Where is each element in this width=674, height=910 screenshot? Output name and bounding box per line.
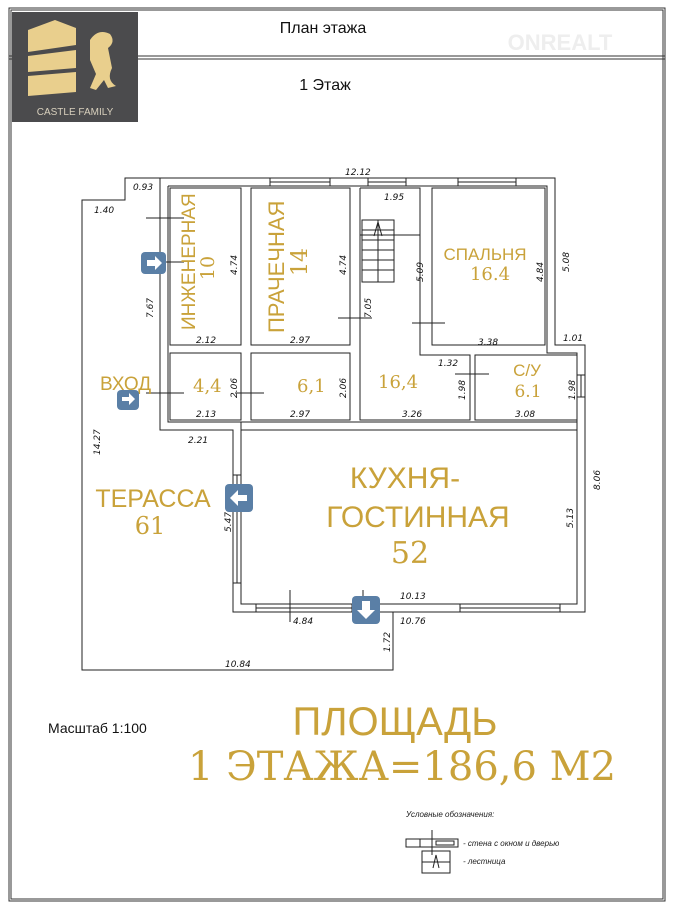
room-kitchen-area: 52 xyxy=(391,536,429,571)
svg-text:10.76: 10.76 xyxy=(400,617,426,627)
watermark: ONREALT xyxy=(508,30,613,55)
svg-text:3.26: 3.26 xyxy=(402,410,422,420)
room-engineering-area: 10 xyxy=(197,256,219,280)
svg-text:1.32: 1.32 xyxy=(438,359,458,369)
svg-text:Условные обозначения:: Условные обозначения: xyxy=(405,810,494,819)
entry-arrow-down-icon xyxy=(352,596,380,624)
svg-text:1.72: 1.72 xyxy=(383,632,393,652)
svg-text:1.98: 1.98 xyxy=(568,380,578,400)
svg-text:5.08: 5.08 xyxy=(562,252,572,272)
svg-text:1.95: 1.95 xyxy=(384,193,404,203)
scale-label: Масштаб 1:100 xyxy=(48,720,147,736)
walls xyxy=(159,177,586,613)
svg-text:2.13: 2.13 xyxy=(196,410,216,420)
svg-text:5.09: 5.09 xyxy=(416,262,426,282)
svg-text:CASTLE FAMILY: CASTLE FAMILY xyxy=(37,107,114,118)
room-laundry-name: ПРАЧЕЧНАЯ xyxy=(264,201,289,333)
room-kitchen-name-2: ГОСТИННАЯ xyxy=(326,501,509,534)
svg-text:10.84: 10.84 xyxy=(225,660,251,670)
page-title: План этажа xyxy=(280,20,367,37)
svg-text:14.27: 14.27 xyxy=(93,429,103,455)
room-laundry-area: 14 xyxy=(288,248,313,276)
room-bathroom-name: С/У xyxy=(513,361,541,380)
room-bedroom-name: СПАЛЬНЯ xyxy=(443,245,526,264)
room-bedroom-area: 16.4 xyxy=(470,264,510,285)
room-bathroom-area: 6.1 xyxy=(514,382,541,402)
terrace-outline xyxy=(81,177,394,671)
svg-text:4.84: 4.84 xyxy=(293,617,313,627)
windows xyxy=(232,177,586,613)
room-terrace-name: ТЕРАССА xyxy=(95,485,211,513)
room-small-area: 6,1 xyxy=(297,376,326,397)
svg-text:4.84: 4.84 xyxy=(536,262,546,282)
svg-text:4.74: 4.74 xyxy=(230,255,240,275)
svg-text:2.06: 2.06 xyxy=(230,378,240,398)
room-entrance-name: ВХОД xyxy=(100,374,151,395)
svg-text:- лестница: - лестница xyxy=(463,857,506,866)
svg-text:1.01: 1.01 xyxy=(563,334,583,344)
svg-text:7.05: 7.05 xyxy=(364,298,374,318)
svg-text:4.74: 4.74 xyxy=(339,255,349,275)
room-kitchen-name-1: КУХНЯ- xyxy=(350,462,460,495)
svg-text:- стена с окном и дверью: - стена с окном и дверью xyxy=(463,839,559,848)
castle-family-logo: CASTLE FAMILY xyxy=(12,12,138,122)
svg-text:2.12: 2.12 xyxy=(196,336,216,346)
svg-text:5.47: 5.47 xyxy=(224,512,234,532)
room-hall-area: 16,4 xyxy=(378,372,418,393)
entry-arrow-icon xyxy=(141,252,166,274)
svg-text:2.97: 2.97 xyxy=(290,410,310,420)
page-frame xyxy=(8,7,666,902)
svg-text:7.67: 7.67 xyxy=(146,298,156,318)
dimension-labels: 12.12 0.93 1.40 7.67 14.27 4.74 4.74 2.1… xyxy=(93,168,603,670)
entry-arrow-left-icon xyxy=(225,484,253,512)
svg-text:3.08: 3.08 xyxy=(515,410,535,420)
total-area-value: 1 ЭТАЖА=186,6 М2 xyxy=(188,744,616,790)
floor-title: 1 Этаж xyxy=(299,77,351,94)
svg-text:2.97: 2.97 xyxy=(290,336,310,346)
svg-text:8.06: 8.06 xyxy=(593,470,603,490)
stairs xyxy=(361,219,395,283)
legend: Условные обозначения: - стена с окном и … xyxy=(405,810,559,874)
svg-text:12.12: 12.12 xyxy=(345,168,371,178)
room-terrace-area: 61 xyxy=(135,512,166,540)
svg-text:1.40: 1.40 xyxy=(94,206,114,216)
total-area-title: ПЛОЩАДЬ xyxy=(293,700,498,744)
svg-text:10.13: 10.13 xyxy=(400,592,426,602)
svg-text:1.98: 1.98 xyxy=(458,380,468,400)
svg-text:2.06: 2.06 xyxy=(339,378,349,398)
svg-text:0.93: 0.93 xyxy=(133,183,153,193)
svg-text:5.13: 5.13 xyxy=(566,508,576,528)
room-entrance-area: 4,4 xyxy=(193,376,222,397)
entry-arrow-icon xyxy=(117,390,139,410)
svg-text:3.38: 3.38 xyxy=(478,338,498,348)
svg-text:2.21: 2.21 xyxy=(188,436,208,446)
room-engineering-name: ИНЖЕНЕРНАЯ xyxy=(179,193,200,330)
